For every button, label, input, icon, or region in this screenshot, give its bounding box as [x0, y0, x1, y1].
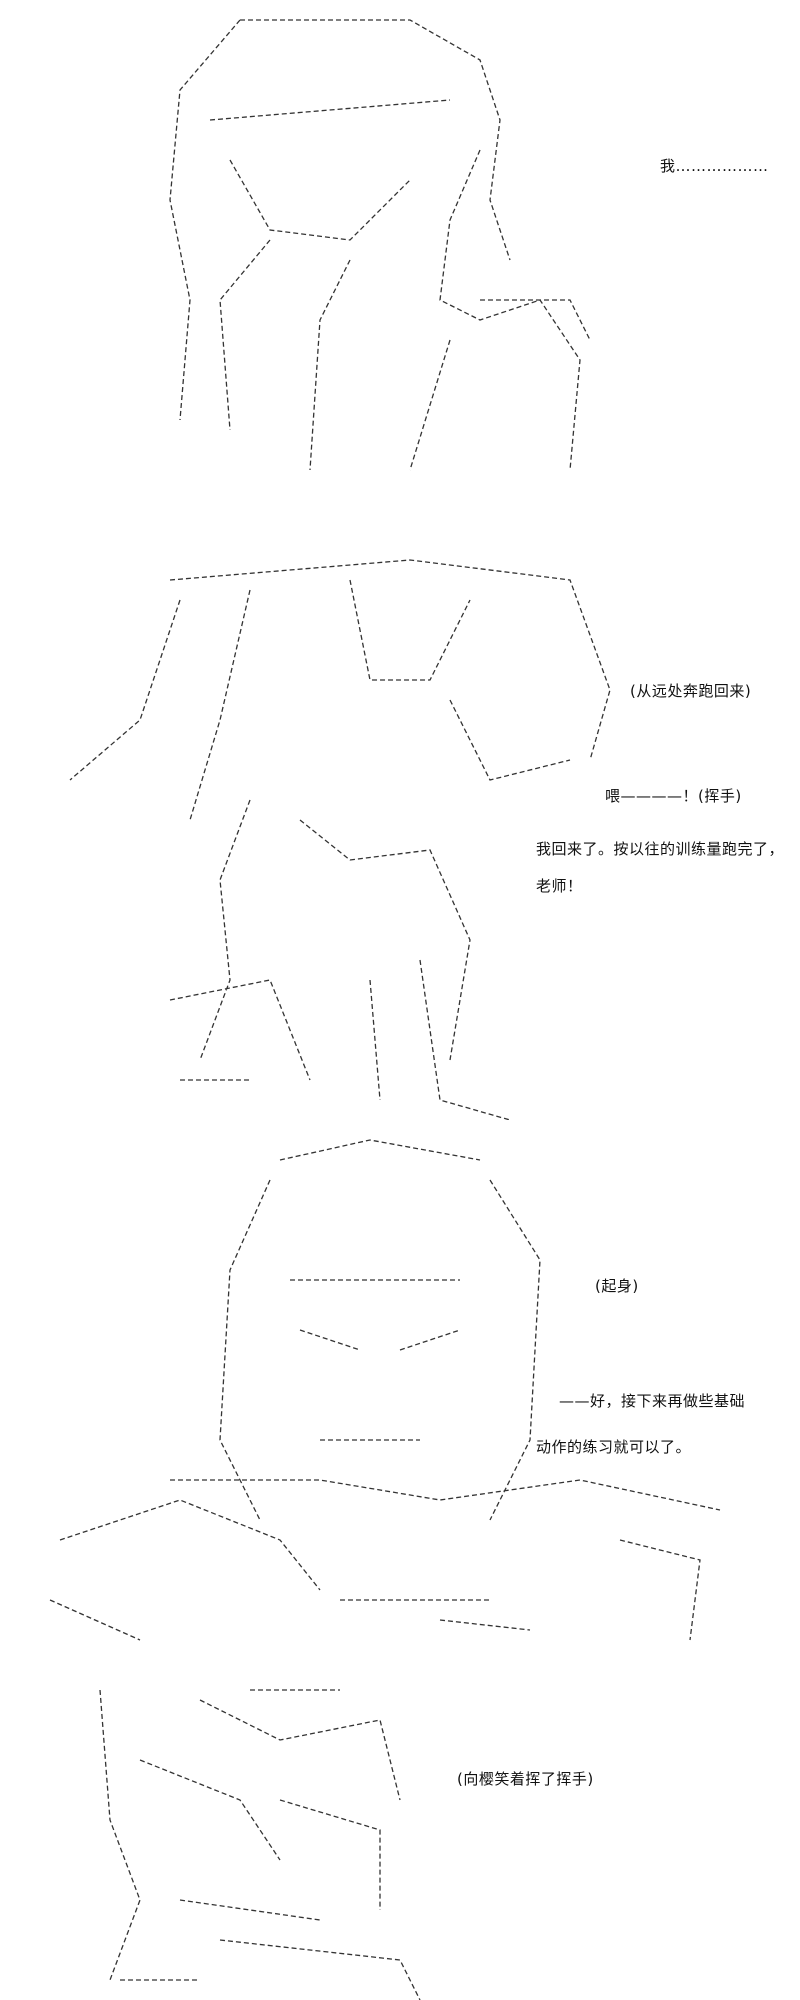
dialogue-text: 动作的练习就可以了。 — [536, 1438, 692, 1456]
dialogue-text: 我回来了。按以往的训练量跑完了， — [536, 840, 785, 858]
dialogue-text: 我……………… — [660, 157, 769, 175]
ascii-art-girl-thinking — [169, 19, 591, 471]
panel-1: 我……………… — [0, 0, 800, 500]
panel-2: (从远处奔跑回来) 喂————！(挥手) 我回来了。按以往的训练量跑完了， 老师… — [0, 500, 800, 1120]
dialogue-text: ——好，接下来再做些基础 — [559, 1392, 746, 1410]
narration-text: (从远处奔跑回来) — [630, 682, 752, 700]
ascii-art-girl-waving — [99, 1689, 421, 2000]
narration-text: (起身) — [595, 1277, 639, 1295]
ascii-art-girl-running — [69, 559, 611, 1120]
narration-text: (向樱笑着挥了挥手) — [457, 1770, 594, 1788]
ascii-art-girl-standing — [49, 1139, 721, 1641]
dialogue-text: 喂————！(挥手) — [605, 787, 742, 805]
panel-3: (起身) ——好，接下来再做些基础 动作的练习就可以了。 — [0, 1120, 800, 1680]
dialogue-text: 老师！ — [536, 877, 583, 895]
panel-4: (向樱笑着挥了挥手) — [0, 1680, 800, 2000]
